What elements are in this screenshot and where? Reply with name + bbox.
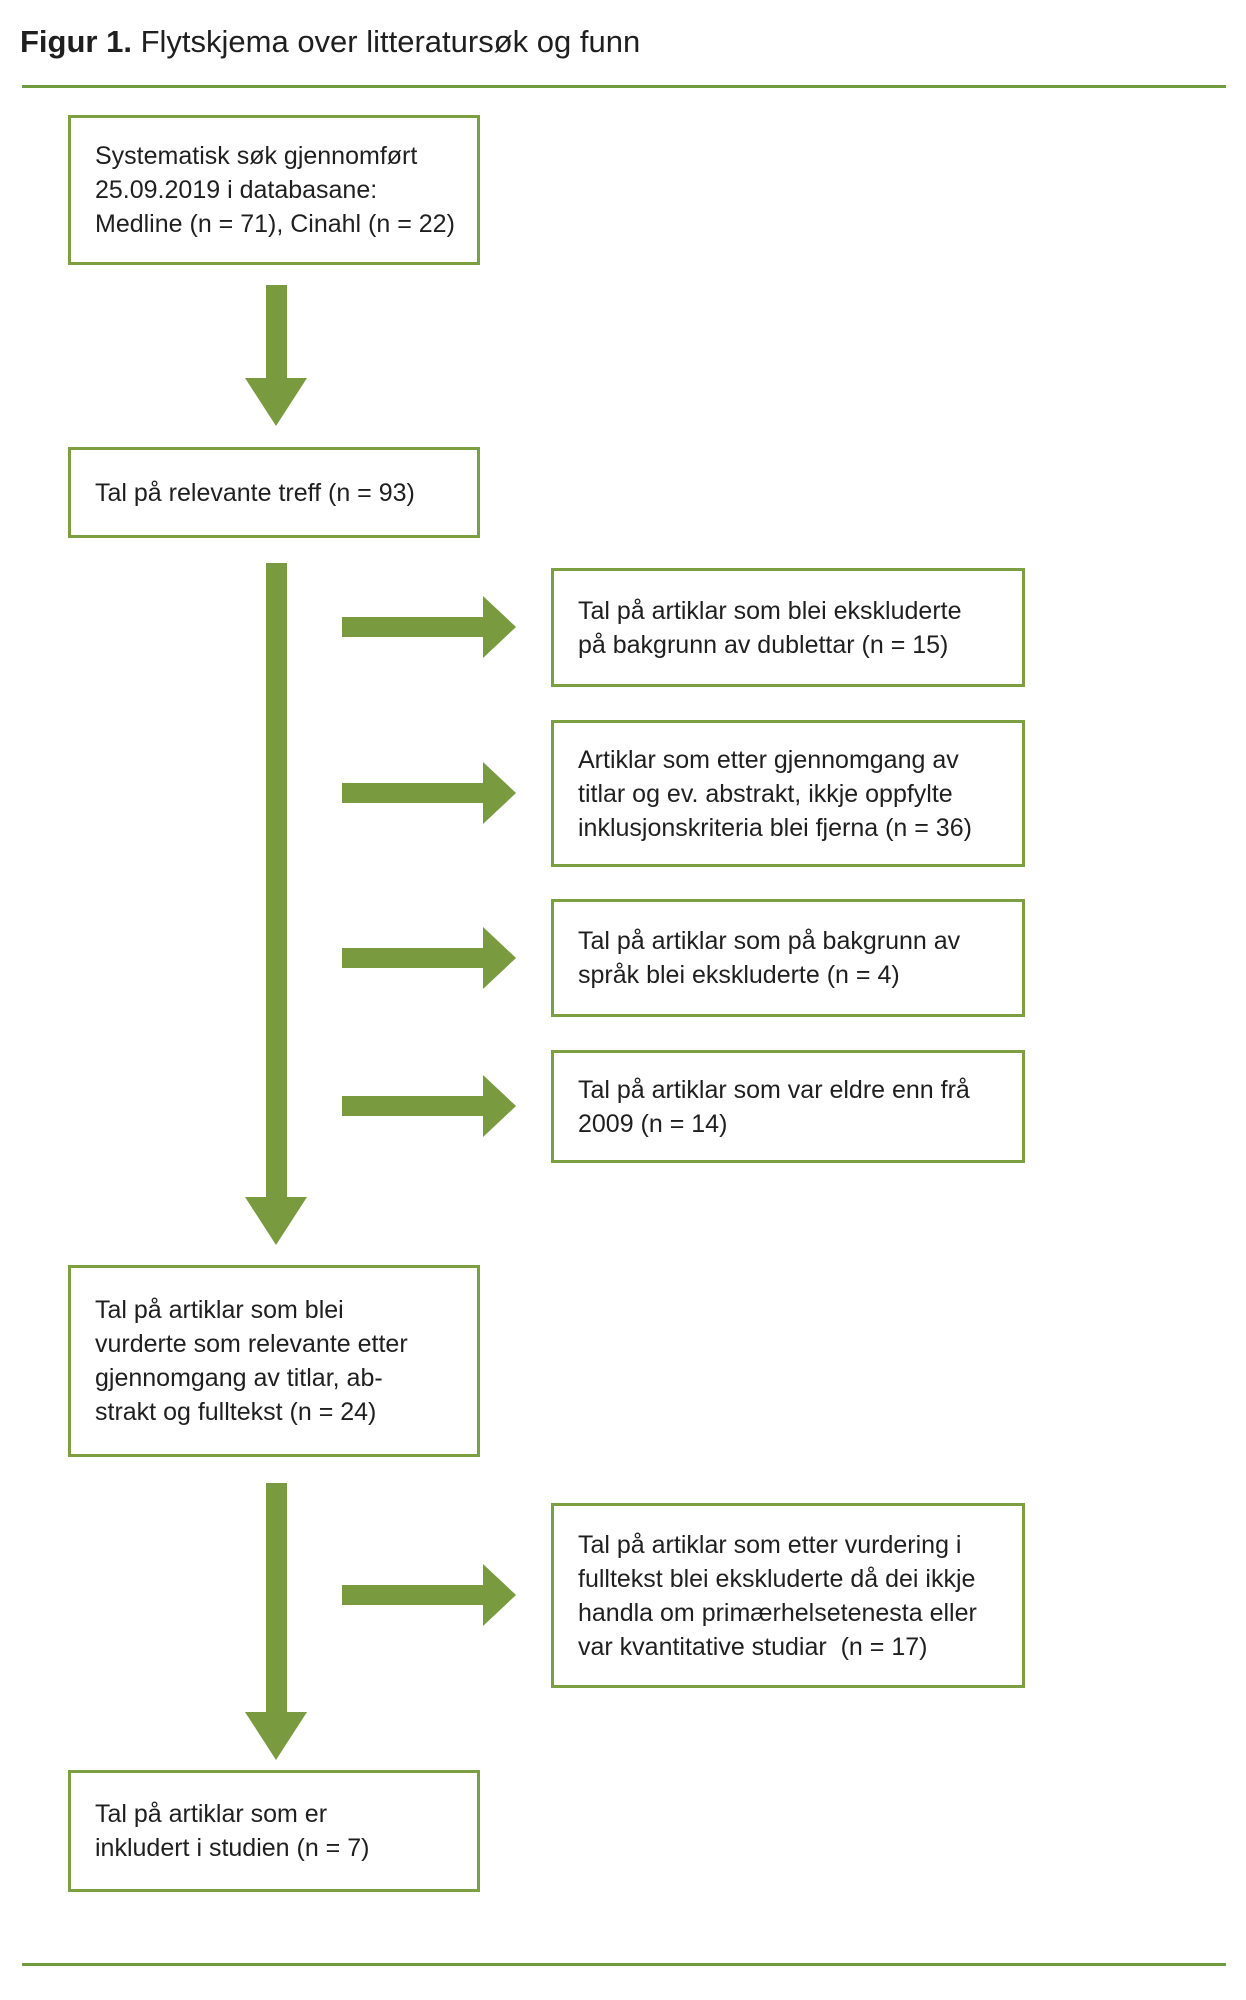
arrow-head — [483, 762, 516, 824]
arrow-head — [483, 1564, 516, 1626]
figure-number-label: Figur 1. — [20, 24, 132, 59]
arrow-head — [245, 1712, 307, 1760]
box-excluded-title-abstract: Artiklar som etter gjennomgang av titlar… — [551, 720, 1025, 867]
box-excluded-year: Tal på artiklar som var eldre enn frå 20… — [551, 1050, 1025, 1163]
box-included-studies: Tal på artiklar som er inkludert i studi… — [68, 1770, 480, 1892]
arrow-head — [483, 927, 516, 989]
arrow-down-relevant-to-included-icon — [245, 1483, 307, 1760]
box-relevant-hits: Tal på relevante treff (n = 93) — [68, 447, 480, 538]
arrow-stem — [342, 1096, 483, 1116]
arrow-right-language-icon — [342, 927, 516, 989]
arrow-right-title-abstract-icon — [342, 762, 516, 824]
arrow-stem — [342, 617, 483, 637]
figure-title: Figur 1. Flytskjema over litteratursøk o… — [20, 22, 640, 62]
bottom-divider — [22, 1963, 1226, 1966]
arrow-stem — [265, 563, 287, 1197]
arrow-stem — [342, 948, 483, 968]
arrow-stem — [342, 783, 483, 803]
box-excluded-language: Tal på artiklar som på bakgrunn av språk… — [551, 899, 1025, 1017]
arrow-down-hits-to-relevant-icon — [245, 563, 307, 1245]
box-excluded-duplicates: Tal på artiklar som blei ekskluderte på … — [551, 568, 1025, 687]
arrow-head — [483, 1075, 516, 1137]
arrow-down-search-to-hits-icon — [245, 285, 307, 426]
figure-title-text: Flytskjema over litteratursøk og funn — [140, 24, 641, 59]
box-relevant-after-review: Tal på artiklar som blei vurderte som re… — [68, 1265, 480, 1457]
box-systematic-search: Systematisk søk gjennomført 25.09.2019 i… — [68, 115, 480, 265]
arrow-head — [483, 596, 516, 658]
arrow-right-year-icon — [342, 1075, 516, 1137]
arrow-head — [245, 1197, 307, 1245]
box-excluded-fulltext: Tal på artiklar som etter vurdering i fu… — [551, 1503, 1025, 1688]
arrow-right-fulltext-excluded-icon — [342, 1564, 516, 1626]
arrow-head — [245, 378, 307, 426]
arrow-stem — [342, 1585, 483, 1605]
arrow-right-duplicates-icon — [342, 596, 516, 658]
arrow-stem — [265, 1483, 287, 1712]
arrow-stem — [265, 285, 287, 378]
top-divider — [22, 85, 1226, 88]
